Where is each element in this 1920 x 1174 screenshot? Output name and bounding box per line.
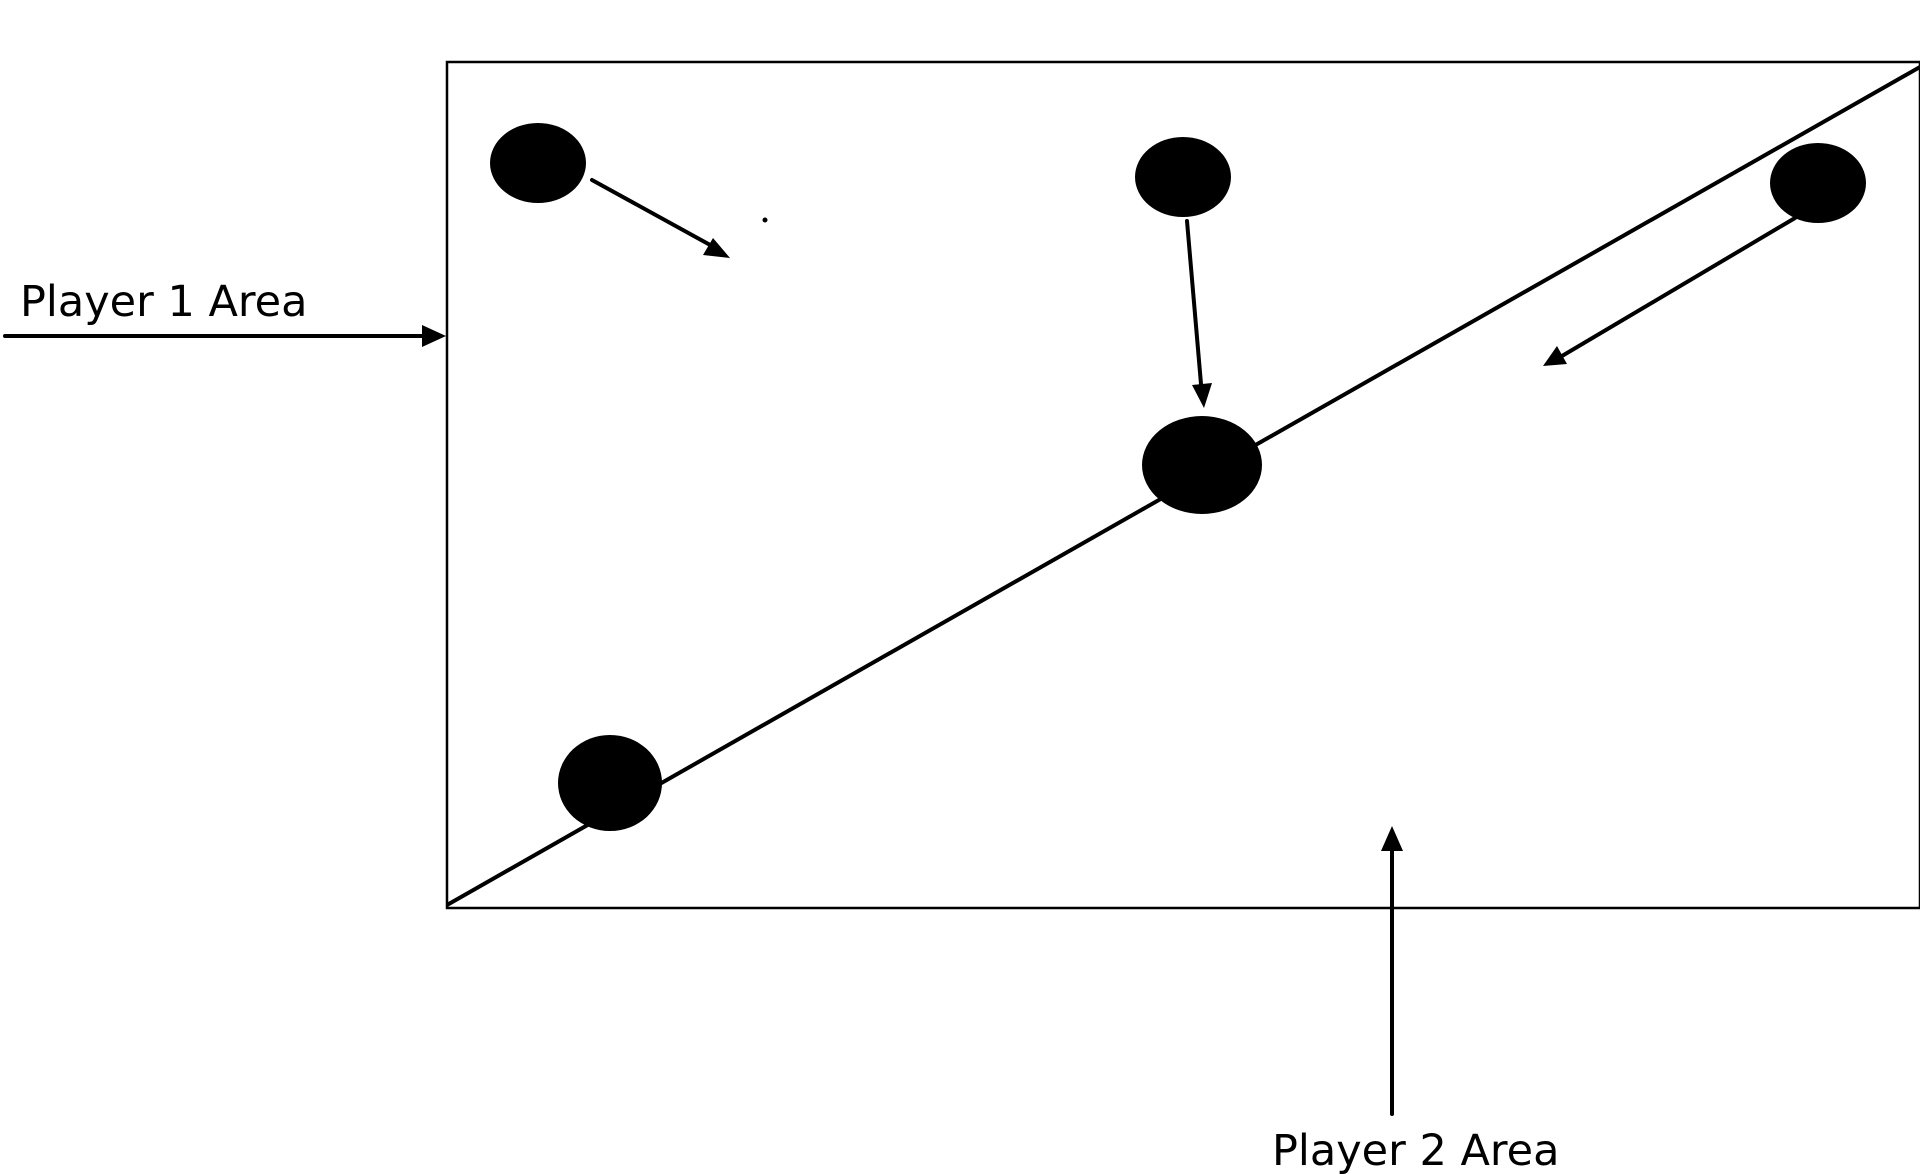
top-middle-ball-arrow: [1185, 219, 1212, 408]
top-middle-ball: [1135, 137, 1231, 217]
top-left-ball: [490, 123, 586, 203]
player1-area-label: Player 1 Area: [20, 277, 307, 327]
top-right-ball: [1770, 143, 1866, 223]
center-ball: [1142, 416, 1262, 514]
small-dot: [762, 217, 768, 223]
player1-arrow: [3, 325, 446, 347]
top-right-ball-arrow: [1543, 216, 1797, 366]
player2-arrow: [1381, 826, 1403, 1116]
player2-area-label: Player 2 Area: [1272, 1126, 1559, 1174]
bottom-left-ball: [558, 735, 662, 831]
board-rectangle: [445, 60, 1920, 910]
top-left-ball-arrow: [590, 178, 730, 258]
